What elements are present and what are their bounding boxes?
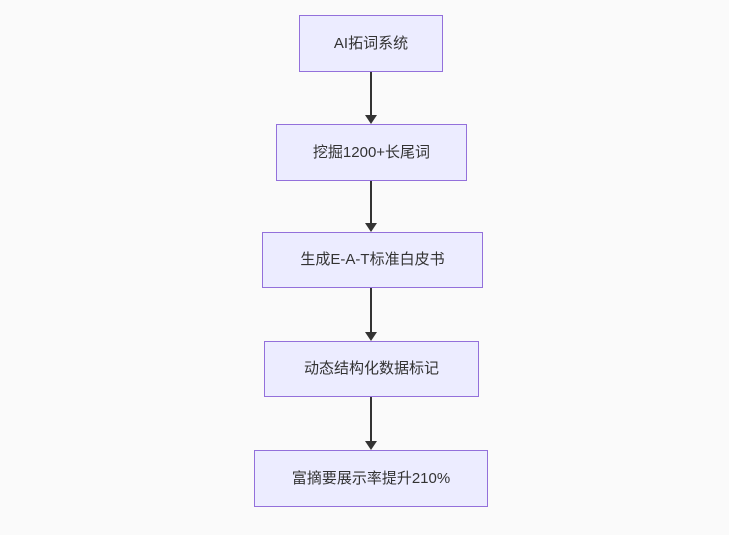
arrow-line (370, 72, 372, 116)
flow-node-label: 生成E-A-T标准白皮书 (300, 251, 445, 268)
arrowhead-down-icon (365, 441, 377, 450)
arrow-line (370, 288, 372, 333)
arrowhead-down-icon (365, 332, 377, 341)
flow-node-structured-data-markup: 动态结构化数据标记 (264, 341, 479, 397)
arrow-line (370, 181, 372, 224)
flow-node-label: 富摘要展示率提升210% (291, 469, 451, 487)
flow-node-eat-whitepaper: 生成E-A-T标准白皮书 (262, 232, 483, 288)
flow-node-mine-longtail-keywords: 挖掘1200+长尾词 (276, 124, 467, 181)
flow-node-label: AI拓词系统 (333, 34, 409, 52)
arrow-line (370, 397, 372, 442)
arrowhead-down-icon (365, 115, 377, 124)
flow-node-rich-snippet-uplift: 富摘要展示率提升210% (254, 450, 488, 507)
arrowhead-down-icon (365, 223, 377, 232)
flow-node-label: 动态结构化数据标记 (303, 360, 439, 377)
flow-node-ai-keyword-system: AI拓词系统 (299, 15, 443, 72)
flow-node-label: 挖掘1200+长尾词 (312, 143, 431, 161)
